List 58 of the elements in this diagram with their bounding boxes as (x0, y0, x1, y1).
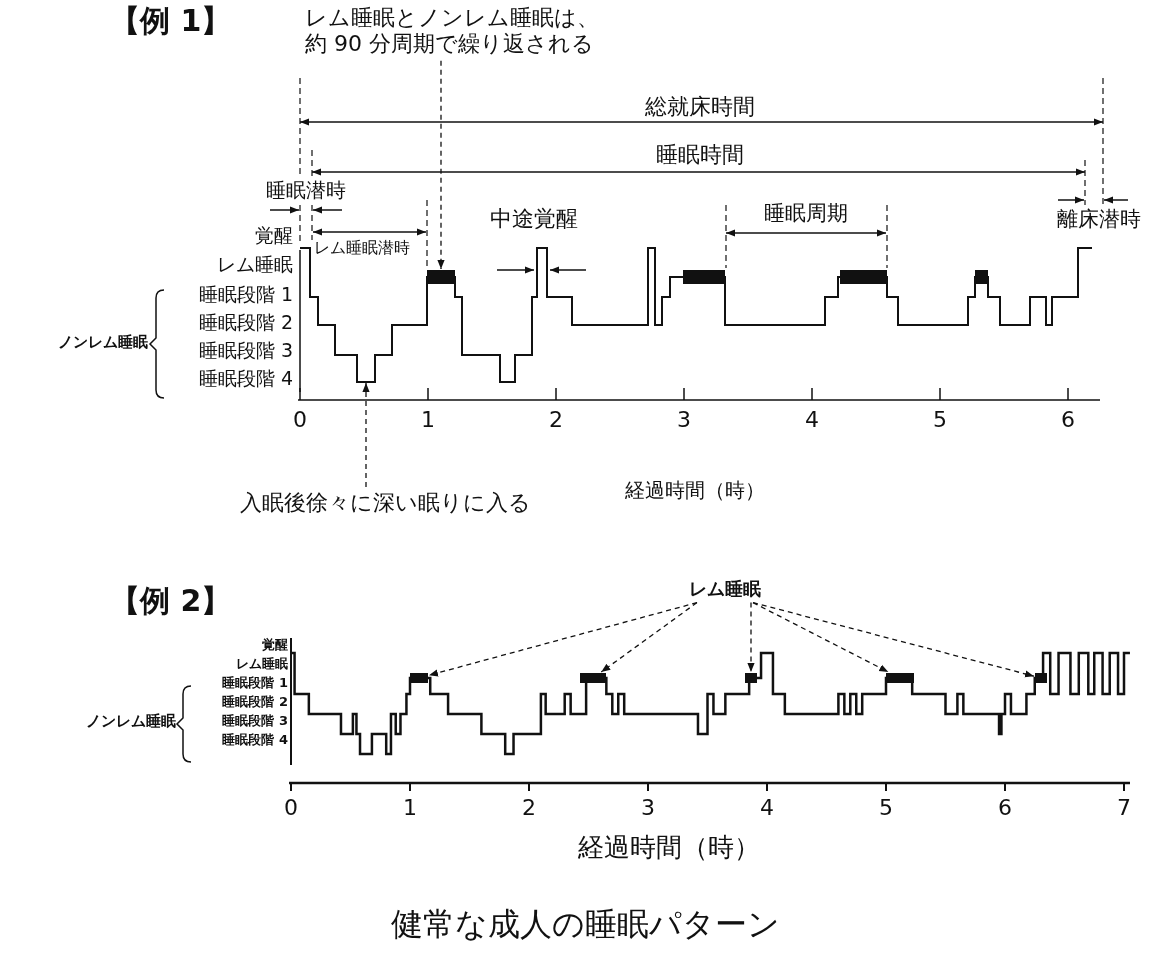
rem-bar (886, 673, 914, 683)
dimension-label: 中途覚醒 (490, 206, 578, 233)
tick-label: 1 (421, 407, 435, 434)
stage-label: 覚醒 (262, 637, 288, 653)
example-heading: 【例 1】 (110, 3, 232, 39)
dimension-label: レム睡眠潜時 (314, 238, 410, 258)
tick-label: 6 (1061, 407, 1075, 434)
leader-arrow (752, 601, 889, 673)
stage-label: 睡眠段階 4 (198, 367, 293, 390)
trough-line (356, 381, 376, 383)
leader-arrow (752, 601, 1035, 678)
dimension-label: 睡眠時間 (656, 142, 744, 169)
annotation-text: レム睡眠とノンレム睡眠は、約 90 分周期で繰り返される (305, 5, 605, 58)
stage-group-label: ノンレム睡眠 (58, 333, 148, 351)
dimension-label: 睡眠周期 (764, 201, 848, 227)
leader-arrow (600, 601, 698, 673)
leader-arrow (747, 601, 755, 673)
leader-arrow (428, 601, 698, 677)
tick-label: 5 (933, 407, 947, 434)
axis-label: 経過時間（時） (578, 832, 760, 864)
tick-label: 2 (522, 795, 536, 822)
tick-label: 5 (879, 795, 893, 822)
leader-arrow (362, 382, 370, 488)
stage-label: 睡眠段階 2 (222, 694, 288, 710)
rem-bar (580, 673, 606, 683)
tick-label: 3 (677, 407, 691, 434)
rem-bar (427, 270, 455, 284)
stage-label: レム睡眠 (217, 253, 293, 276)
stage-label: 覚醒 (255, 224, 293, 247)
stage-label: 睡眠段階 3 (222, 713, 288, 729)
rem-bar (745, 673, 757, 683)
rem-bar (410, 673, 428, 683)
tick-label: 0 (293, 407, 307, 434)
stage-label: 睡眠段階 1 (222, 675, 288, 691)
leader-arrow (437, 60, 445, 270)
annotation-text: レム睡眠 (689, 578, 761, 600)
stage-group-label: ノンレム睡眠 (86, 712, 176, 730)
annotation-text: 入眠後徐々に深い眠りに入る (240, 490, 531, 517)
tick-label: 3 (641, 795, 655, 822)
stage-label: レム睡眠 (236, 656, 288, 672)
axis-label: 経過時間（時） (625, 478, 765, 502)
tick-label: 0 (284, 795, 298, 822)
tick-label: 6 (998, 795, 1012, 822)
dimension-label: 離床潜時 (1057, 207, 1141, 233)
stage-label: 睡眠段階 1 (198, 283, 293, 306)
dimension-label: 睡眠潜時 (266, 178, 346, 202)
stage-label: 睡眠段階 2 (198, 311, 293, 334)
tick-label: 2 (549, 407, 563, 434)
tick-label: 1 (403, 795, 417, 822)
dimension-label: 総就床時間 (645, 94, 755, 121)
stage-label: 睡眠段階 3 (198, 339, 293, 362)
rem-bar (1035, 673, 1047, 683)
tick-label: 7 (1117, 795, 1131, 822)
tick-label: 4 (805, 407, 819, 434)
stage-label: 睡眠段階 4 (222, 732, 288, 748)
caption: 健常な成人の睡眠パターン (390, 905, 780, 944)
example-heading: 【例 2】 (110, 583, 232, 619)
tick-label: 4 (760, 795, 774, 822)
